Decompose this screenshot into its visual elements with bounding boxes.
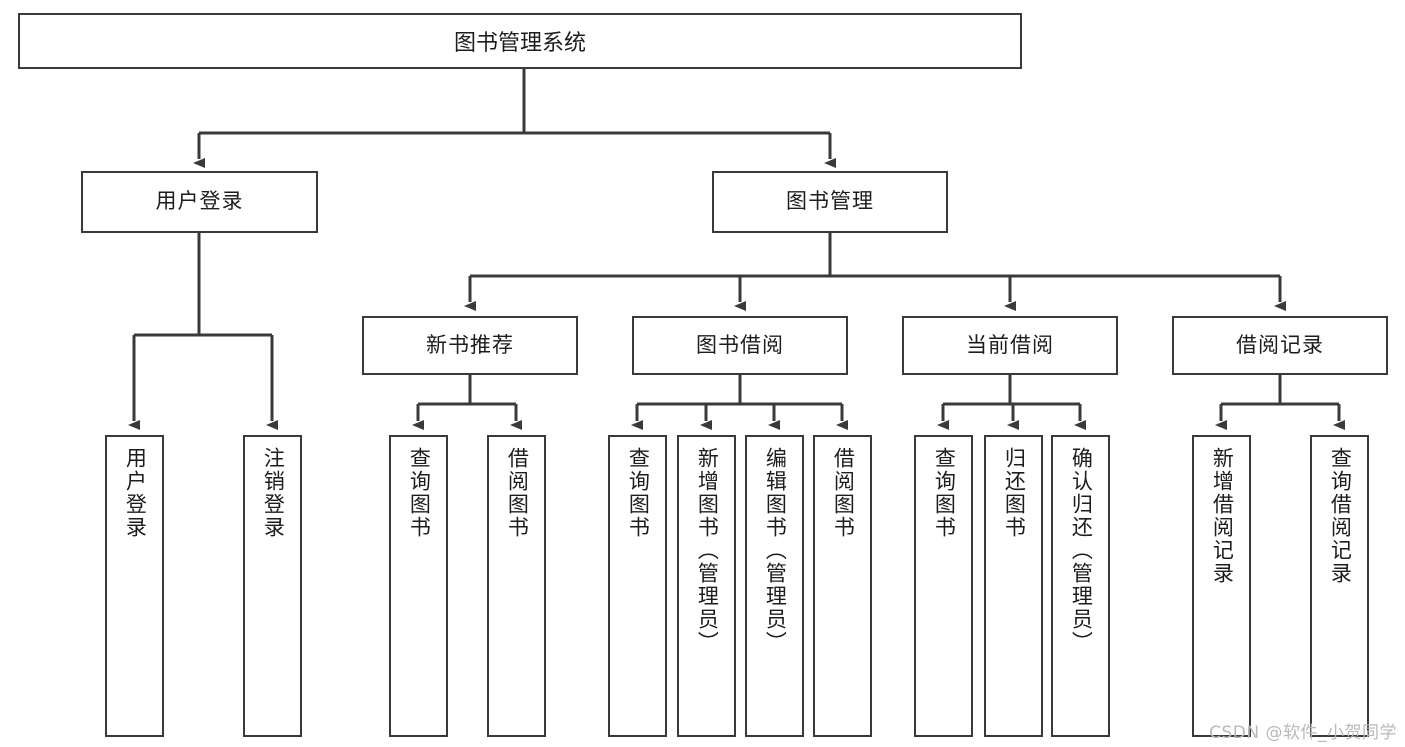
leaf-label: 借阅图书	[831, 447, 856, 539]
node-book-borrow[interactable]: 图书借阅	[632, 316, 848, 375]
node-label: 借阅记录	[1236, 332, 1324, 357]
leaf-add-book-admin[interactable]: 新增图书（管理员）	[677, 435, 736, 737]
node-label: 新书推荐	[426, 332, 514, 357]
node-label: 当前借阅	[966, 332, 1054, 357]
node-user-login[interactable]: 用户登录	[81, 171, 318, 233]
leaf-add-borrow-record[interactable]: 新增借阅记录	[1192, 435, 1251, 737]
leaf-label: 查询借阅记录	[1328, 447, 1353, 585]
node-label: 图书管理系统	[453, 31, 586, 56]
leaf-label: 注销登录	[261, 447, 286, 539]
node-borrow-record[interactable]: 借阅记录	[1172, 316, 1388, 375]
leaf-borrow-book[interactable]: 借阅图书	[813, 435, 872, 737]
leaf-label: 用户登录	[123, 447, 148, 539]
leaf-return-book[interactable]: 归还图书	[984, 435, 1043, 737]
node-new-book-recommend[interactable]: 新书推荐	[362, 316, 578, 375]
leaf-label: 新增图书（管理员）	[695, 447, 720, 654]
node-book-management[interactable]: 图书管理	[712, 171, 948, 233]
leaf-label: 确认归还（管理员）	[1069, 447, 1094, 654]
node-label: 用户登录	[155, 189, 244, 214]
leaf-label: 借阅图书	[505, 447, 530, 539]
leaf-label: 新增借阅记录	[1210, 447, 1235, 585]
leaf-user-login[interactable]: 用户登录	[105, 435, 164, 737]
leaf-label: 查询图书	[407, 447, 432, 539]
leaf-query-books-borrow[interactable]: 查询图书	[608, 435, 667, 737]
leaf-confirm-return-admin[interactable]: 确认归还（管理员）	[1051, 435, 1110, 737]
leaf-query-books-recommend[interactable]: 查询图书	[389, 435, 448, 737]
leaf-borrow-books-recommend[interactable]: 借阅图书	[487, 435, 546, 737]
node-root[interactable]: 图书管理系统	[18, 13, 1022, 69]
leaf-query-borrow-record[interactable]: 查询借阅记录	[1310, 435, 1369, 737]
csdn-watermark: CSDN @软件_小贺同学	[1209, 723, 1397, 743]
leaf-query-books-current[interactable]: 查询图书	[914, 435, 973, 737]
leaf-logout[interactable]: 注销登录	[243, 435, 302, 737]
leaf-label: 查询图书	[626, 447, 651, 539]
node-label: 图书管理	[786, 189, 874, 214]
leaf-edit-book-admin[interactable]: 编辑图书（管理员）	[745, 435, 804, 737]
leaf-label: 查询图书	[932, 447, 957, 539]
leaf-label: 归还图书	[1002, 447, 1027, 539]
leaf-label: 编辑图书（管理员）	[763, 447, 788, 654]
node-current-borrow[interactable]: 当前借阅	[902, 316, 1118, 375]
node-label: 图书借阅	[696, 332, 784, 357]
